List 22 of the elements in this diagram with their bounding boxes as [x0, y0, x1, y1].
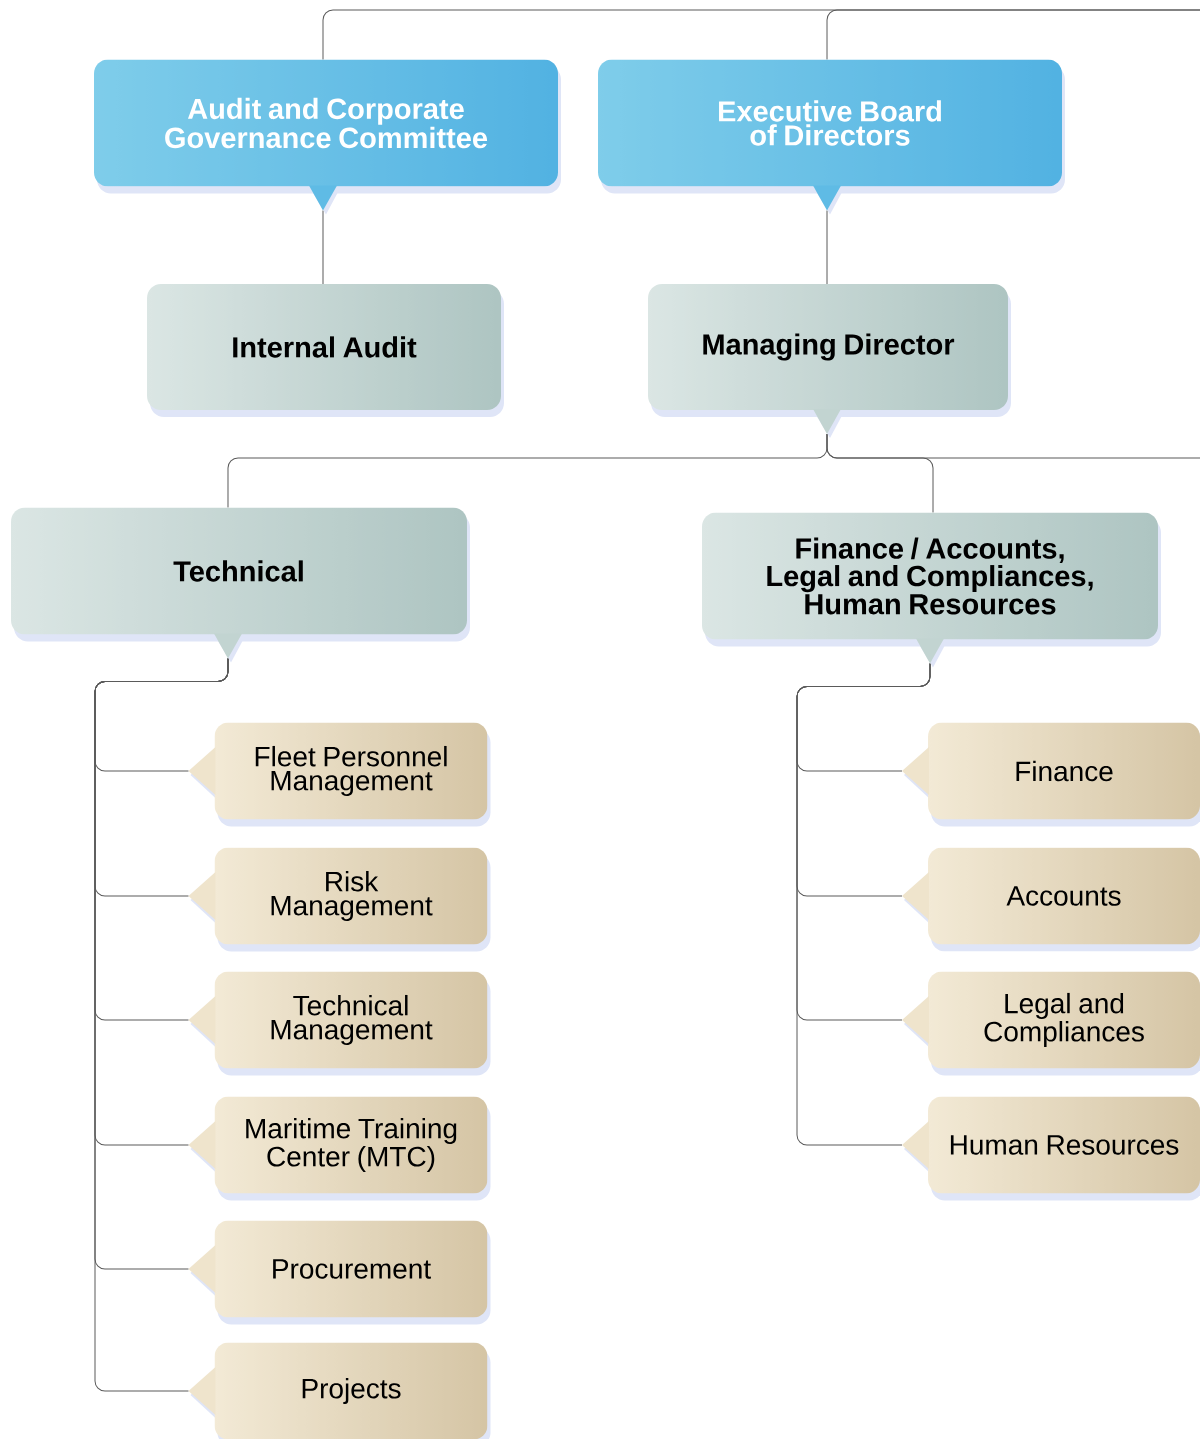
connector-line	[826, 210, 828, 285]
department-box: Finance / Accounts, Legal and Compliances, Human Resources	[702, 512, 1161, 668]
unit-box: Risk Management	[188, 847, 491, 952]
unit-box: Projects	[188, 1342, 491, 1439]
committee-box: Executive Board of Directors	[598, 59, 1065, 215]
department-box: Internal Audit	[147, 284, 504, 417]
unit-box: Legal and Compliances	[902, 971, 1200, 1076]
unit-box: Maritime Training Center (MTC)	[188, 1096, 491, 1201]
department-box: Managing Director	[648, 284, 1011, 438]
connector-line	[94, 658, 229, 1392]
unit-box: Finance	[902, 722, 1200, 827]
connector-line	[826, 433, 1200, 459]
connector-line	[826, 9, 1200, 60]
unit-box: Accounts	[902, 847, 1200, 952]
connector-line	[322, 210, 324, 285]
connector-line	[796, 663, 931, 1146]
unit-box: Technical Management	[188, 971, 491, 1076]
unit-box: Human Resources	[902, 1096, 1200, 1201]
unit-box: Fleet Personnel Management	[188, 722, 491, 827]
unit-box: Procurement	[188, 1220, 491, 1325]
department-box: Technical	[11, 507, 470, 663]
committee-box: Audit and Corporate Governance Committee	[94, 59, 561, 215]
